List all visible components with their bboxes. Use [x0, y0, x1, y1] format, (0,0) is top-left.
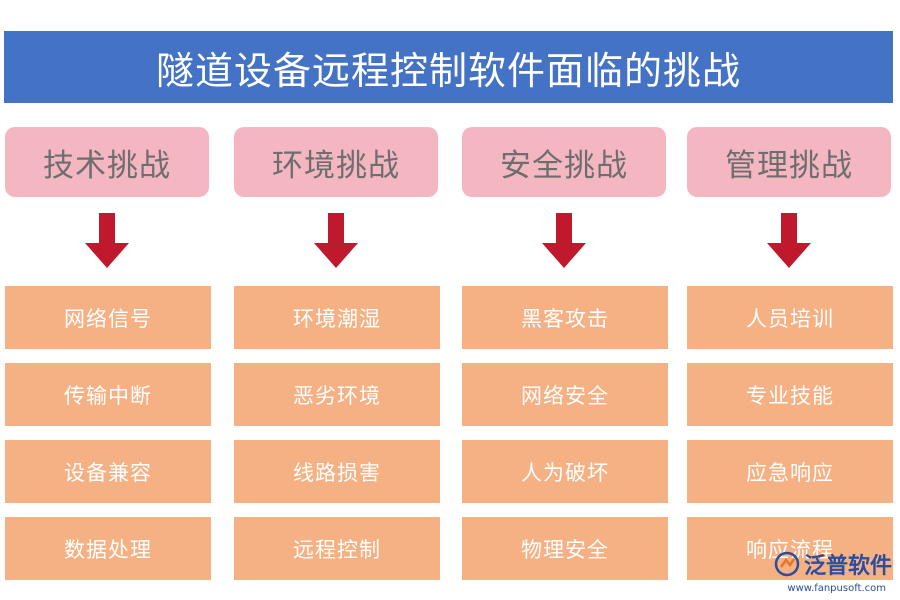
category-label: 环境挑战: [234, 127, 438, 197]
down-arrow-icon: [85, 213, 129, 268]
column-environment: 环境挑战 环境潮湿 恶劣环境 线路损害 远程控制: [234, 0, 440, 600]
down-arrow-icon: [767, 213, 811, 268]
challenge-item: 人为破坏: [462, 440, 668, 503]
challenge-item: 远程控制: [234, 517, 440, 580]
down-arrow-icon: [542, 213, 586, 268]
challenge-item: 网络安全: [462, 363, 668, 426]
challenge-item: 应急响应: [687, 440, 893, 503]
watermark-url: www.fanpusoft.com: [787, 583, 886, 594]
diagram-title: 隧道设备远程控制软件面临的挑战: [4, 31, 893, 103]
challenge-item: 专业技能: [687, 363, 893, 426]
category-label: 技术挑战: [5, 127, 209, 197]
challenge-item: 环境潮湿: [234, 286, 440, 349]
challenge-item: 响应流程: [687, 517, 893, 580]
column-management: 管理挑战 人员培训 专业技能 应急响应 响应流程: [687, 0, 893, 600]
brand-logo-icon: [774, 551, 800, 577]
challenge-item: 物理安全: [462, 517, 668, 580]
column-security: 安全挑战 黑客攻击 网络安全 人为破坏 物理安全: [462, 0, 668, 600]
watermark: 泛普软件: [774, 548, 892, 580]
challenge-item: 人员培训: [687, 286, 893, 349]
challenge-item: 传输中断: [5, 363, 211, 426]
challenge-item: 恶劣环境: [234, 363, 440, 426]
challenge-item: 黑客攻击: [462, 286, 668, 349]
down-arrow-icon: [314, 213, 358, 268]
category-label: 管理挑战: [687, 127, 891, 197]
watermark-brand: 泛普软件: [803, 554, 892, 579]
column-tech: 技术挑战 网络信号 传输中断 设备兼容 数据处理: [5, 0, 211, 600]
category-label: 安全挑战: [462, 127, 666, 197]
challenge-item: 线路损害: [234, 440, 440, 503]
challenge-item: 网络信号: [5, 286, 211, 349]
challenge-item: 设备兼容: [5, 440, 211, 503]
challenge-item: 数据处理: [5, 517, 211, 580]
